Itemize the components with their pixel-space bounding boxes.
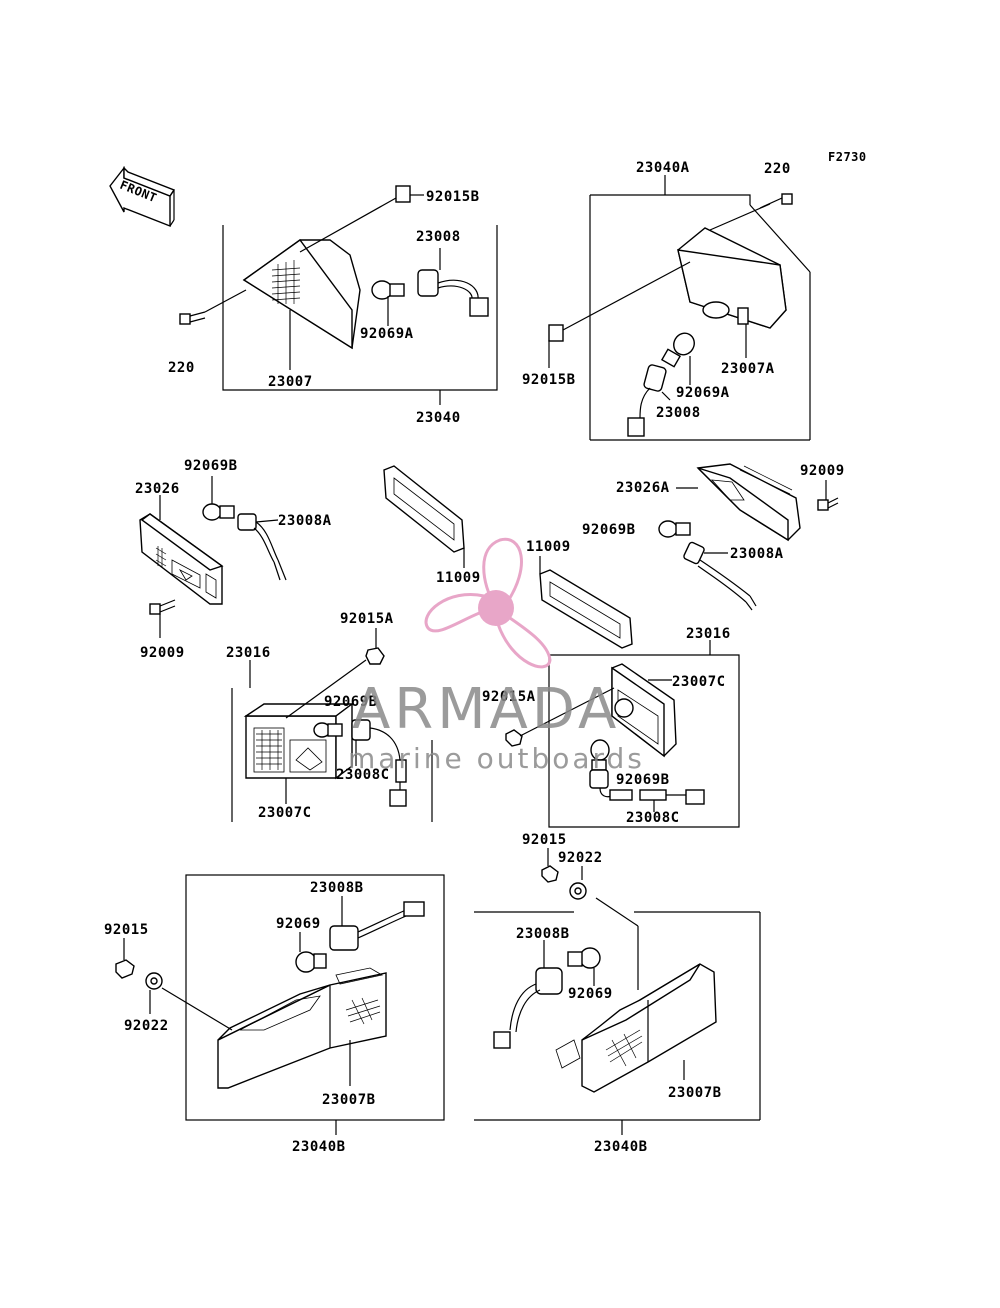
assembly-23040B-right bbox=[474, 848, 761, 1135]
label-23007B-l: 23007B bbox=[322, 1092, 376, 1108]
label-92069B-mr: 92069B bbox=[582, 522, 636, 538]
label-23008A-ml: 23008A bbox=[278, 513, 332, 529]
label-23040B-l: 23040B bbox=[292, 1139, 346, 1155]
front-arrow-icon: FRONT bbox=[109, 165, 176, 228]
assembly-23016-right bbox=[505, 640, 740, 828]
label-23016-r: 23016 bbox=[686, 626, 731, 642]
label-23007C-r: 23007C bbox=[672, 674, 726, 690]
label-92069A-tr: 92069A bbox=[676, 385, 730, 401]
gasket-right bbox=[539, 556, 633, 649]
label-92015A-r: 92015A bbox=[482, 689, 536, 705]
watermark: ARMADA marine outboards bbox=[348, 537, 645, 775]
label-11009-r: 11009 bbox=[526, 539, 571, 555]
label-23008C-r: 23008C bbox=[626, 810, 680, 826]
label-23008-tr: 23008 bbox=[656, 405, 701, 421]
label-92022-l: 92022 bbox=[124, 1018, 169, 1034]
assembly-23040B-left bbox=[115, 874, 445, 1135]
assembly-23040 bbox=[179, 185, 498, 405]
watermark-tagline: marine outboards bbox=[348, 742, 645, 775]
label-23008A-mr: 23008A bbox=[730, 546, 784, 562]
label-92015-l: 92015 bbox=[104, 922, 149, 938]
label-23026: 23026 bbox=[135, 481, 180, 497]
label-92015-r: 92015 bbox=[522, 832, 567, 848]
label-23008B-l: 23008B bbox=[310, 880, 364, 896]
label-92015A-l: 92015A bbox=[340, 611, 394, 627]
label-23040A: 23040A bbox=[636, 160, 690, 176]
watermark-brand: ARMADA bbox=[352, 677, 620, 742]
label-92009-mr: 92009 bbox=[800, 463, 845, 479]
label-23040B-r: 23040B bbox=[594, 1139, 648, 1155]
label-23007A: 23007A bbox=[721, 361, 775, 377]
label-23008-tl: 23008 bbox=[416, 229, 461, 245]
label-23007C-l: 23007C bbox=[258, 805, 312, 821]
label-23008B-r: 23008B bbox=[516, 926, 570, 942]
label-23008C-l: 23008C bbox=[336, 767, 390, 783]
label-92015B-tr: 92015B bbox=[522, 372, 576, 388]
label-23007B-r: 23007B bbox=[668, 1085, 722, 1101]
assembly-23026A bbox=[658, 463, 839, 611]
label-23026A: 23026A bbox=[616, 480, 670, 496]
label-92022-r: 92022 bbox=[558, 850, 603, 866]
label-92069-l: 92069 bbox=[276, 916, 321, 932]
label-92069B-ml: 92069B bbox=[184, 458, 238, 474]
propeller-logo-icon bbox=[424, 537, 552, 669]
label-23040: 23040 bbox=[416, 410, 461, 426]
label-92069A-tl: 92069A bbox=[360, 326, 414, 342]
label-92009-ml: 92009 bbox=[140, 645, 185, 661]
gasket-left bbox=[383, 465, 465, 568]
assembly-23040A bbox=[548, 175, 811, 441]
assembly-23026 bbox=[139, 476, 287, 638]
label-92069B-cr: 92069B bbox=[616, 772, 670, 788]
label-220-tl: 220 bbox=[168, 360, 195, 376]
label-23007: 23007 bbox=[268, 374, 313, 390]
label-220-tr: 220 bbox=[764, 161, 791, 177]
label-92069B-cl: 92069B bbox=[324, 694, 378, 710]
assembly-23016-left bbox=[231, 628, 433, 822]
label-92069-r: 92069 bbox=[568, 986, 613, 1002]
label-23016-l: 23016 bbox=[226, 645, 271, 661]
figure-code: F2730 bbox=[828, 150, 867, 164]
label-11009-l: 11009 bbox=[436, 570, 481, 586]
label-92015B-tl: 92015B bbox=[426, 189, 480, 205]
